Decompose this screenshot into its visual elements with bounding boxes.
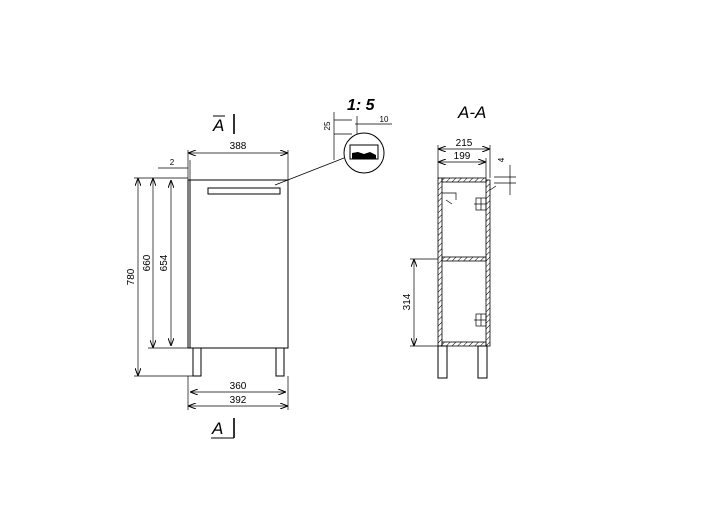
- dim-depth-total-label: 215: [456, 138, 473, 149]
- detail-dim-horizontal-label: 10: [380, 115, 389, 124]
- dim-height-door-label: 654: [159, 254, 170, 271]
- section-leg-back: [437, 345, 448, 379]
- detail-dim-vertical-label: 25: [323, 121, 332, 130]
- section-marker-bottom: A: [211, 418, 235, 439]
- hinge-bottom: [474, 313, 487, 327]
- detail-leader: [274, 157, 345, 186]
- shelf: [441, 256, 487, 262]
- detail-view: 1: 5 25 10: [323, 97, 392, 174]
- dim-width-top-label: 388: [230, 141, 247, 152]
- dim-depths: 215 199: [437, 138, 491, 178]
- section-marker-bottom-label: A: [211, 419, 223, 438]
- leg-left: [192, 347, 202, 377]
- door-handle: [207, 187, 281, 195]
- dim-shelf-height: 314: [402, 258, 438, 347]
- dim-offset: 4: [494, 157, 516, 195]
- door-panel: [485, 179, 491, 347]
- dim-shelf-height-label: 314: [402, 293, 413, 310]
- section-title: A-A: [457, 103, 486, 122]
- detail-scale-label: 1: 5: [347, 97, 376, 114]
- top-panel: [441, 177, 487, 183]
- dim-door-gap-label: 2: [170, 158, 175, 167]
- front-view: A 388 2: [126, 114, 345, 439]
- dim-width-inner-label: 360: [230, 381, 247, 392]
- section-leg-front: [477, 345, 488, 379]
- cabinet-body: [187, 179, 289, 349]
- detail-hatch: [352, 152, 376, 159]
- bottom-panel: [441, 341, 487, 347]
- section-marker-top: A: [212, 114, 235, 135]
- back-panel: [437, 177, 443, 347]
- section-view: A-A 215 199 4: [402, 103, 516, 379]
- leg-right: [275, 347, 285, 377]
- detail-circle: [343, 132, 385, 174]
- dim-offset-label: 4: [497, 157, 506, 162]
- dim-width-top: 388: [187, 141, 289, 180]
- section-marker-top-label: A: [212, 116, 224, 135]
- hanger-bracket: [442, 192, 457, 205]
- dim-width-bottom-label: 392: [230, 395, 247, 406]
- dim-height-total-label: 780: [126, 268, 137, 285]
- dim-heights: 780 660 654: [126, 177, 193, 377]
- dim-depth-inner-label: 199: [454, 151, 471, 162]
- dim-door-gap: 2: [158, 158, 191, 180]
- hinge-top: [474, 185, 497, 211]
- dim-widths-bottom: 360 392: [187, 376, 289, 410]
- dim-height-body-label: 660: [142, 254, 153, 271]
